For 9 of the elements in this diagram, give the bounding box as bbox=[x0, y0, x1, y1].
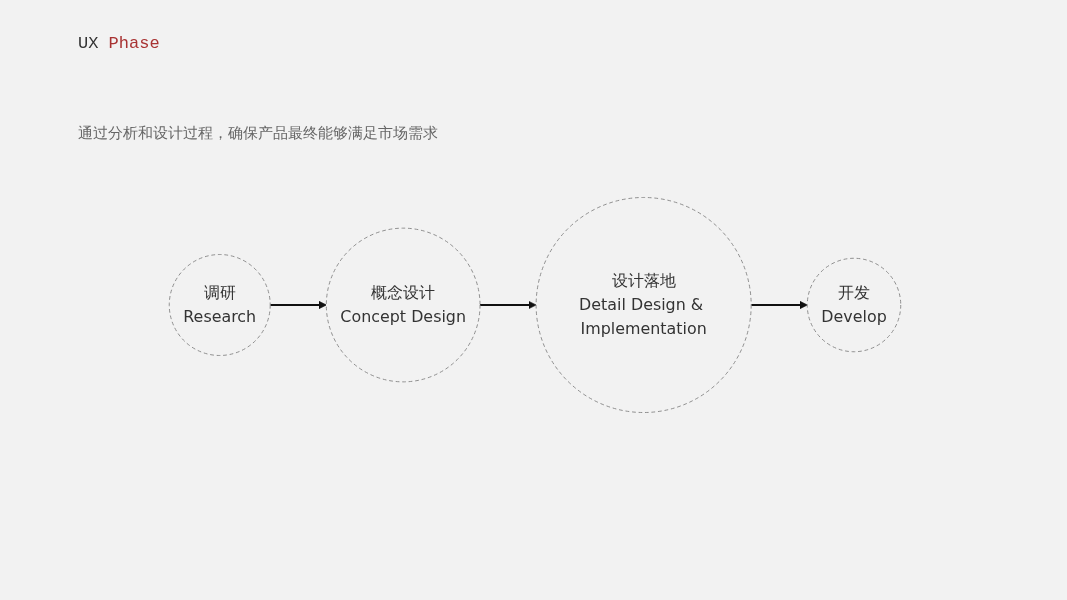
node-circle: 调研 Research bbox=[168, 254, 271, 356]
title: UX Phase bbox=[78, 34, 160, 53]
arrow bbox=[479, 300, 537, 310]
subtitle: 通过分析和设计过程，确保产品最终能够满足市场需求 bbox=[78, 124, 438, 143]
node-circle: 概念设计 Concept Design bbox=[325, 227, 481, 383]
node-circle: 设计落地 Detail Design & Implementation bbox=[535, 197, 752, 413]
node-circle: 开发 Develop bbox=[806, 257, 902, 353]
arrow bbox=[269, 300, 327, 310]
arrow bbox=[750, 300, 808, 310]
